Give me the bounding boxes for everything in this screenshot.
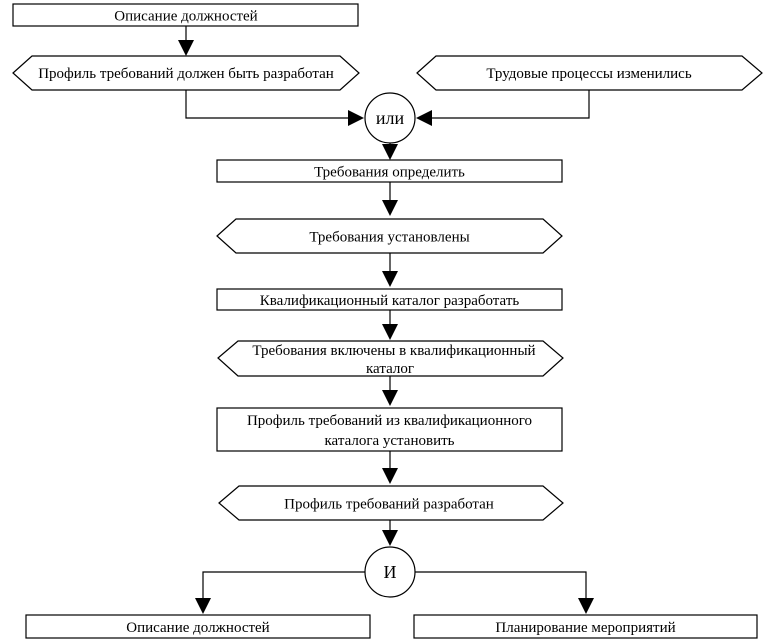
event-label-line-2: каталог xyxy=(366,361,414,377)
node-label: Описание должностей xyxy=(114,9,257,25)
node-label-line-2: каталога установить xyxy=(325,433,455,449)
event-label: Трудовые процессы изменились xyxy=(486,66,691,82)
event-label-line-1: Требования включены в квалификационный xyxy=(252,343,535,359)
event-label: Профиль требований должен быть разработа… xyxy=(38,66,334,82)
node-label: Описание должностей xyxy=(126,620,269,636)
function-profile-from-catalog: Профиль требований из квалификационного … xyxy=(216,407,563,452)
edge-work-to-or xyxy=(432,90,590,119)
arrowhead-icon xyxy=(382,324,398,340)
event-req-set: Требования установлены xyxy=(216,218,563,254)
edge-profile-to-or xyxy=(185,88,348,119)
connector-or: или xyxy=(364,92,416,144)
arrowhead-icon xyxy=(348,110,364,126)
event-req-included: Требования включены в квалификационный к… xyxy=(217,340,564,377)
node-job-desc-bottom: Описание должностей xyxy=(25,614,371,639)
connector-label: или xyxy=(376,108,405,128)
event-profile-done: Профиль требований разработан xyxy=(218,485,564,521)
arrowhead-icon xyxy=(382,144,398,160)
arrowhead-icon xyxy=(195,598,211,614)
arrowhead-icon xyxy=(382,468,398,484)
arrowhead-icon xyxy=(382,200,398,216)
arrowhead-icon xyxy=(382,530,398,546)
edge-and-to-plan xyxy=(415,571,587,598)
node-label-line-1: Профиль требований из квалификационного xyxy=(247,413,532,429)
arrowhead-icon xyxy=(382,271,398,287)
arrowhead-icon xyxy=(416,110,432,126)
edges xyxy=(178,26,594,614)
node-job-desc-top: Описание должностей xyxy=(12,3,359,27)
function-catalog-develop: Квалификационный каталог разработать xyxy=(216,288,563,311)
connector-label: И xyxy=(384,562,397,582)
edge-and-to-jobdesc xyxy=(202,571,365,598)
event-label: Профиль требований разработан xyxy=(284,497,494,513)
function-plan-measures: Планирование мероприятий xyxy=(413,614,758,639)
node-label: Планирование мероприятий xyxy=(495,620,675,636)
arrowhead-icon xyxy=(178,40,194,56)
arrowhead-icon xyxy=(578,598,594,614)
function-req-define: Требования определить xyxy=(216,159,563,183)
connector-and: И xyxy=(364,546,416,598)
event-work-changed: Трудовые процессы изменились xyxy=(416,55,763,91)
event-profile-must: Профиль требований должен быть разработа… xyxy=(12,55,360,91)
node-label: Требования определить xyxy=(314,165,465,181)
arrowhead-icon xyxy=(382,390,398,406)
event-label: Требования установлены xyxy=(309,230,469,246)
node-label: Квалификационный каталог разработать xyxy=(260,293,520,309)
